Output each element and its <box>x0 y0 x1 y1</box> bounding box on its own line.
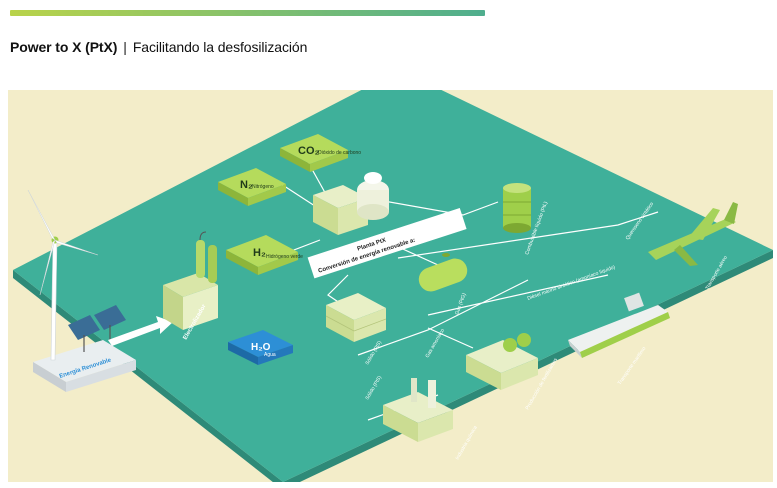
ptx-plant-icon <box>313 172 389 235</box>
h2-sub: Hidrógeno verde <box>266 254 303 260</box>
electrolyzer-icon <box>163 231 218 330</box>
energy-arrow <box>108 316 173 346</box>
gas-tank-icon <box>418 253 468 292</box>
solid-stack-icon <box>325 293 387 342</box>
n2-formula: N₂ <box>240 179 253 191</box>
renewable-energy-block: Energía Renovable <box>33 340 136 392</box>
co2-sub: Dióxido de carbono <box>318 150 361 156</box>
ship-icon <box>568 292 670 358</box>
barrel-icon <box>503 183 531 233</box>
h2o-formula: H₂O <box>251 342 271 353</box>
h2-box: H₂ Hidrógeno verde <box>226 235 303 275</box>
co2-formula: CO₂ <box>298 145 320 157</box>
page-title: Power to X (PtX) | Facilitando la desfosil… <box>10 39 307 55</box>
chemical-label: Industria química <box>455 425 479 461</box>
co2-box: CO₂ Dióxido de carbono <box>280 134 361 172</box>
n2-sub: Nitrógeno <box>252 184 274 190</box>
h2-formula: H₂ <box>253 247 266 259</box>
fertilizer-plant-icon <box>466 333 538 390</box>
wind-turbine-icon <box>27 189 99 361</box>
h2o-box: H₂O Agua <box>228 330 293 365</box>
solar-panels-icon <box>68 305 126 352</box>
chemical-industry-icon <box>383 378 453 442</box>
title-bold: Power to X (PtX) <box>10 39 118 55</box>
title-separator: | <box>123 39 127 55</box>
ptx-diagram: Energía Renovable Electrolizador H₂ Hidr… <box>8 90 773 482</box>
airplane-icon <box>648 202 738 266</box>
maritime-transport-label: Transporte marítimo <box>617 346 648 386</box>
title-rest: Facilitando la desfosilización <box>132 39 308 55</box>
platform-top <box>13 90 773 482</box>
accent-bar <box>10 10 485 16</box>
h2o-sub: Agua <box>264 352 276 358</box>
n2-box: N₂ Nitrógeno <box>218 168 286 206</box>
